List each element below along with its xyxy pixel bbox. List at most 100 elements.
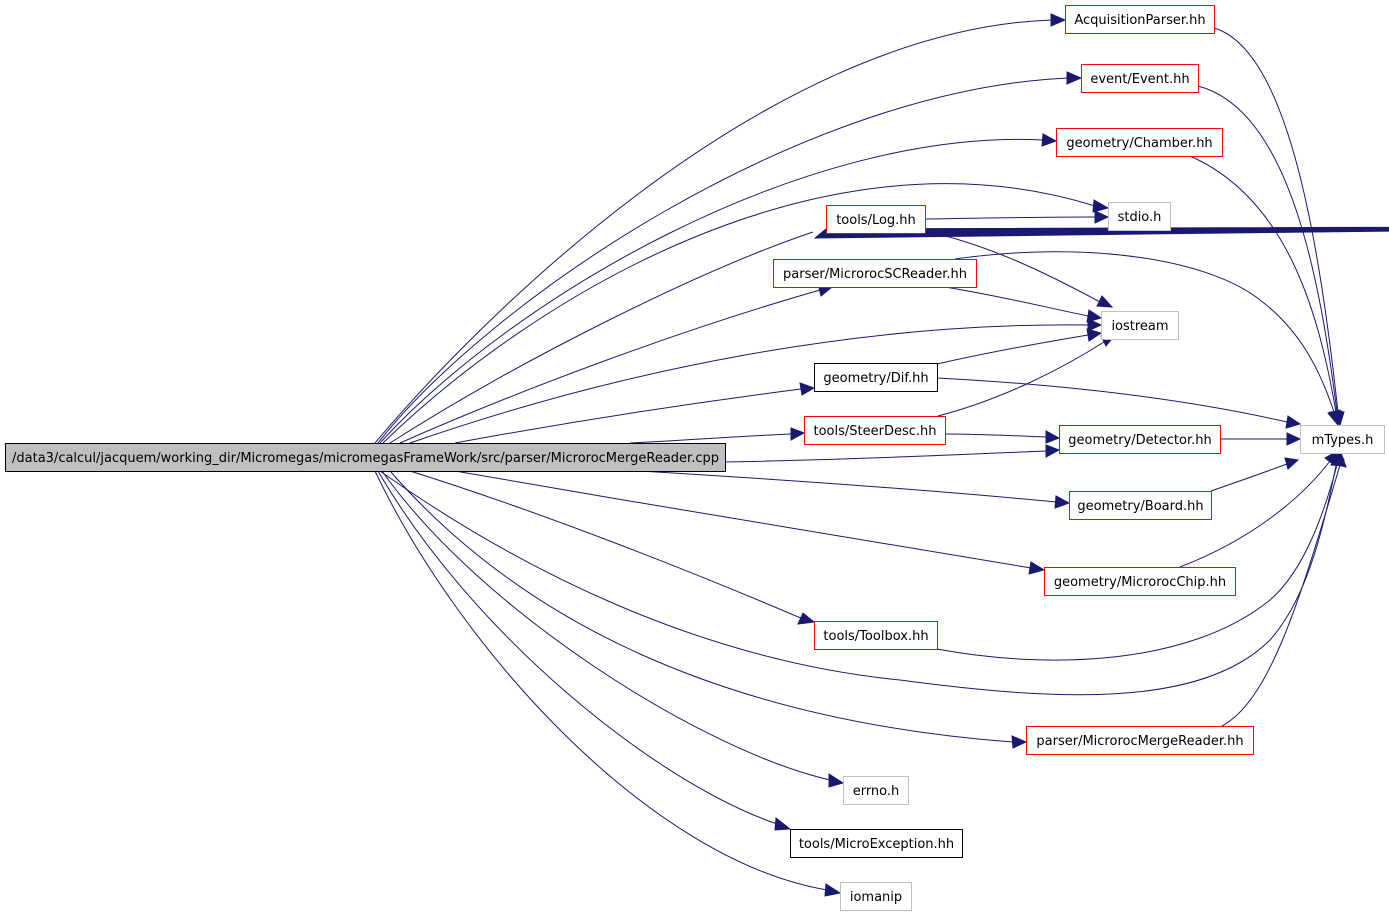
node-label: geometry/Dif.hh — [823, 371, 928, 386]
node-errno[interactable]: errno.h — [843, 776, 909, 805]
edge-line — [924, 216, 1096, 220]
node-box — [1069, 491, 1212, 520]
edge-arrowhead — [1086, 309, 1103, 323]
node-acq[interactable]: AcquisitionParser.hh — [1065, 5, 1215, 34]
edge-line — [639, 470, 1057, 503]
edge-arrowhead — [813, 226, 1389, 239]
edge-arrowhead — [1050, 13, 1067, 27]
edge-line — [1189, 155, 1337, 413]
edge-acq-to-mtypes — [1213, 27, 1345, 427]
node-label: iomanip — [850, 890, 902, 905]
edge-arrowhead — [1054, 495, 1071, 509]
node-box — [1101, 311, 1179, 340]
edge-line — [954, 251, 1335, 413]
node-box — [1065, 5, 1215, 34]
edge-root-to-microexc — [377, 470, 792, 831]
node-scr[interactable]: parser/MicrorocSCReader.hh — [773, 259, 977, 288]
edge-arrowhead — [1327, 409, 1341, 427]
edge-line — [1221, 464, 1341, 727]
node-box — [1056, 128, 1223, 157]
node-box — [1108, 202, 1171, 231]
node-box — [826, 205, 926, 234]
node-box — [814, 621, 938, 650]
edge-root-to-steer — [629, 427, 806, 444]
node-label: stdio.h — [1118, 210, 1162, 225]
edge-root-to-dif — [454, 382, 816, 444]
node-chip[interactable]: geometry/MicrorocChip.hh — [1044, 567, 1236, 596]
edge-toolbox-to-mtypes — [936, 451, 1344, 661]
node-mergeh[interactable]: parser/MicrorocMergeReader.hh — [1026, 726, 1254, 755]
node-label: geometry/Chamber.hh — [1066, 136, 1212, 151]
node-label: tools/Log.hh — [836, 213, 916, 228]
edge-steer-to-detector — [944, 430, 1061, 444]
node-microexc[interactable]: tools/MicroException.hh — [790, 829, 963, 858]
node-label: tools/Toolbox.hh — [823, 629, 928, 644]
edge-root-to-acq — [374, 13, 1067, 444]
edge-mergeh-to-mtypes — [1221, 451, 1347, 727]
node-label: geometry/Detector.hh — [1068, 433, 1211, 448]
node-iomanip[interactable]: iomanip — [840, 882, 912, 911]
edge-arrowhead — [1045, 430, 1061, 444]
node-detector[interactable]: geometry/Detector.hh — [1059, 425, 1221, 454]
node-box — [1059, 425, 1221, 454]
node-iostream[interactable]: iostream — [1101, 311, 1179, 340]
node-chamber[interactable]: geometry/Chamber.hh — [1056, 128, 1223, 157]
node-mtypes[interactable]: mTypes.h — [1300, 425, 1385, 454]
edge-dif-to-iostream — [936, 328, 1103, 365]
edge-root-to-errno — [381, 470, 845, 788]
edge-root-to-mergeh — [389, 470, 1028, 749]
edge-line — [1210, 463, 1288, 492]
edge-arrowhead — [1284, 457, 1300, 470]
edge-arrowhead — [1333, 451, 1347, 468]
node-box — [5, 443, 726, 472]
edge-log-to-iostream — [924, 230, 1114, 308]
edge-scr-to-iostream — [944, 286, 1103, 323]
node-label: iostream — [1111, 319, 1168, 334]
edge-line — [924, 230, 1101, 303]
edge-arrowhead — [799, 382, 816, 396]
node-box — [1300, 425, 1385, 454]
edge-line — [936, 377, 1288, 423]
edge-line — [381, 470, 831, 781]
edge-steer-to-iostream — [937, 335, 1116, 417]
edge-line — [1213, 27, 1339, 413]
edge-line — [409, 324, 1089, 444]
edge-root-to-iostream — [409, 318, 1103, 444]
edge-line — [944, 433, 1047, 438]
node-toolbox[interactable]: tools/Toolbox.hh — [814, 621, 938, 650]
edge-arrowhead — [1285, 415, 1302, 429]
node-box — [1044, 567, 1236, 596]
edge-line — [1197, 85, 1338, 413]
edge-dif-to-mtypes — [936, 377, 1302, 429]
edge-arrowhead — [1041, 133, 1058, 147]
node-log[interactable]: tools/Log.hh — [826, 205, 926, 234]
edge-arrowhead — [1066, 71, 1083, 85]
edge-arrowhead — [1045, 444, 1061, 458]
edge-root-to-iomanip — [374, 470, 842, 897]
node-event[interactable]: event/Event.hh — [1081, 64, 1199, 93]
edge-line — [374, 470, 828, 891]
edge-root-to-chip — [454, 470, 1046, 575]
edge-line — [454, 388, 802, 444]
edge-line — [937, 341, 1105, 417]
node-box — [804, 416, 946, 445]
edge-detector-to-mtypes — [1220, 432, 1302, 446]
edge-line — [1179, 460, 1331, 568]
edges-layer — [374, 13, 1389, 897]
edge-line — [944, 286, 1089, 317]
edge-arrowhead — [824, 883, 842, 897]
node-dif[interactable]: geometry/Dif.hh — [814, 363, 938, 392]
node-board[interactable]: geometry/Board.hh — [1069, 491, 1212, 520]
node-stdio[interactable]: stdio.h — [1108, 202, 1171, 231]
edge-arrowhead — [1011, 735, 1028, 749]
edge-root-to-board — [639, 470, 1071, 509]
node-label: event/Event.hh — [1090, 72, 1189, 87]
edge-root-to-stdio — [382, 183, 1110, 444]
node-steer[interactable]: tools/SteerDesc.hh — [804, 416, 946, 445]
edge-arrowhead — [828, 773, 845, 788]
edge-arrowhead — [1096, 295, 1114, 308]
edge-root-to-event — [377, 71, 1083, 444]
edge-line — [377, 77, 1069, 444]
node-label: parser/MicrorocSCReader.hh — [783, 267, 967, 282]
